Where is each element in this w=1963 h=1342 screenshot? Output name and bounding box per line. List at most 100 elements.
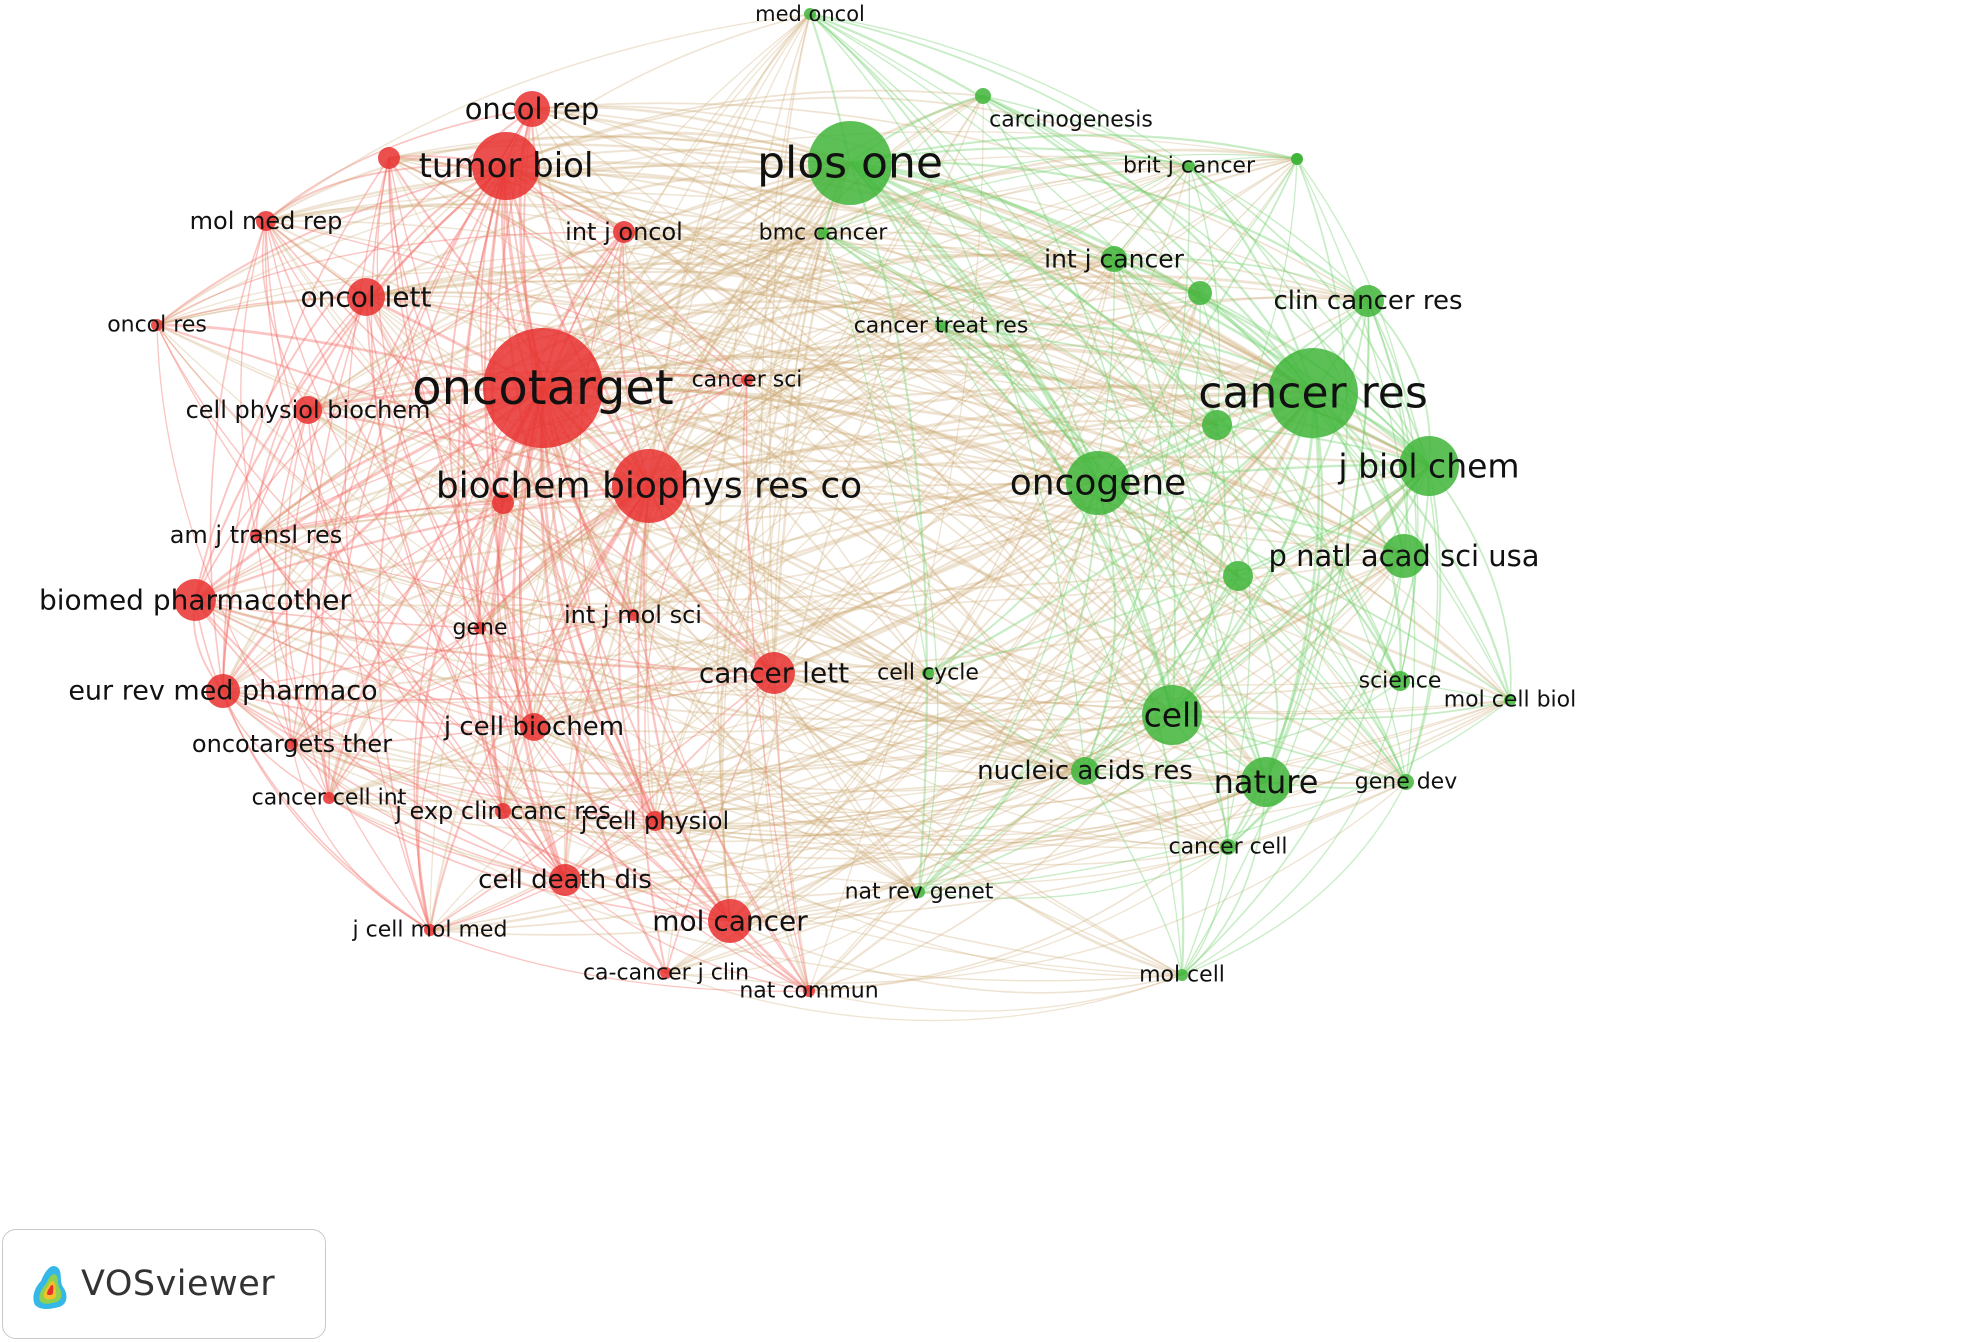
edge-amjtransl-clincancer xyxy=(255,282,1369,536)
edge-gene-natcommun xyxy=(479,627,810,992)
node-jbiolchem[interactable] xyxy=(1399,436,1459,496)
node-cancerres[interactable] xyxy=(1268,348,1358,438)
node-redsmall[interactable] xyxy=(492,492,514,514)
edge-biochem-tumorbiol xyxy=(504,165,651,487)
node-plosone[interactable] xyxy=(808,121,892,205)
node-g3[interactable] xyxy=(1188,281,1212,305)
node-gene[interactable] xyxy=(474,622,486,634)
label-molcellbiol: mol cell biol xyxy=(1444,688,1577,713)
node-molcell[interactable] xyxy=(1176,969,1188,981)
edge-biochem-medoncol xyxy=(647,13,811,487)
edge-nonamed-nature xyxy=(388,157,1267,783)
node-g2[interactable] xyxy=(1223,561,1253,591)
node-amjtransl[interactable] xyxy=(250,529,262,541)
edge-jcb-redsmall xyxy=(496,502,535,728)
node-britj[interactable] xyxy=(1183,160,1195,172)
node-nature[interactable] xyxy=(1241,757,1291,807)
node-nonamed[interactable] xyxy=(378,147,400,169)
edge-oncollett-clincancer xyxy=(365,231,1369,302)
edge-gene-oncolres xyxy=(156,324,481,629)
edge-cancersci-g2 xyxy=(746,379,1239,577)
node-oncolres[interactable] xyxy=(151,319,163,331)
edge-intjmolsci-cancercell xyxy=(632,614,1229,848)
label-molmedrep: mol med rep xyxy=(190,207,343,235)
edge-redsmall-oncogene xyxy=(502,460,1099,504)
edge-cancercellint-oncolres xyxy=(156,324,330,799)
edge-cancerres-medoncol xyxy=(809,12,1314,394)
node-pnas[interactable] xyxy=(1382,534,1426,578)
node-jcb[interactable] xyxy=(520,713,548,741)
edge-canclett-oncogene xyxy=(773,482,1099,675)
edge-bmc-natrevgenet xyxy=(822,232,939,893)
node-cellcycle[interactable] xyxy=(922,667,934,679)
node-genedev[interactable] xyxy=(1398,774,1414,790)
edge-molmedrep-intjcancer xyxy=(265,191,1115,260)
edge-oncollett-plosone xyxy=(365,161,851,299)
node-cancercell[interactable] xyxy=(1220,839,1236,855)
node-bmc[interactable] xyxy=(817,227,829,239)
node-oncotargets[interactable] xyxy=(286,738,298,750)
node-biochem[interactable] xyxy=(612,449,686,523)
node-oncogene[interactable] xyxy=(1066,451,1130,515)
node-molmedrep[interactable] xyxy=(256,211,276,231)
edge-canclett-cancerres xyxy=(773,392,1314,675)
node-cell[interactable] xyxy=(1142,685,1202,745)
edge-cellphys-g1 xyxy=(307,354,1218,426)
node-cancertreat[interactable] xyxy=(935,320,947,332)
node-tumorbiol[interactable] xyxy=(472,132,540,200)
node-intjoncol[interactable] xyxy=(613,221,635,243)
node-jcp[interactable] xyxy=(645,811,665,831)
edge-cellphys-cellcycle xyxy=(307,409,929,674)
edge-molcancer-molmedrep xyxy=(265,220,731,922)
edge-oncogene-natrevgenet xyxy=(918,482,1099,893)
edge-gene-oncotargets xyxy=(291,627,481,745)
edge-jcb-nonamed xyxy=(388,157,535,728)
node-g1[interactable] xyxy=(1202,410,1232,440)
node-eurrev[interactable] xyxy=(206,674,240,708)
edge-jcb-pnas xyxy=(533,555,1405,733)
edge-nucleic-g2 xyxy=(1084,575,1239,772)
node-nucleic[interactable] xyxy=(1071,757,1099,785)
node-biomed[interactable] xyxy=(174,579,216,621)
edge-amjtransl-cancercell xyxy=(255,534,1229,849)
edge-oncolrep-biomed xyxy=(194,108,533,601)
node-molcellbiol[interactable] xyxy=(1504,694,1516,706)
edge-gene-cancerres xyxy=(479,391,1314,630)
edge-jcp-molcell xyxy=(654,820,1183,977)
label-natrevgenet: nat rev genet xyxy=(845,880,994,905)
label-cancertreat: cancer treat res xyxy=(854,314,1029,339)
edge-eurrev-plosone xyxy=(221,161,851,692)
node-intjcancer[interactable] xyxy=(1101,246,1127,272)
node-carcino[interactable] xyxy=(975,88,991,104)
node-oncollett[interactable] xyxy=(347,278,385,316)
node-jcmm[interactable] xyxy=(424,924,436,936)
node-intjmolsci[interactable] xyxy=(627,609,639,621)
node-molcancer[interactable] xyxy=(708,899,752,943)
edge-jcp-jcmm xyxy=(429,820,656,931)
node-natrevgenet[interactable] xyxy=(913,886,925,898)
edge-intjmolsci-oncogene xyxy=(632,480,1099,616)
edge-molcancer-nucleic xyxy=(729,770,1086,922)
edge-tumorbiol-oncolres xyxy=(156,165,507,326)
node-cdd[interactable] xyxy=(549,864,581,896)
node-oncotarget[interactable] xyxy=(483,328,603,448)
node-oncolrep[interactable] xyxy=(514,91,550,127)
node-medoncol[interactable] xyxy=(804,8,816,20)
node-science[interactable] xyxy=(1390,671,1410,691)
node-natcommun[interactable] xyxy=(803,985,815,997)
node-unlabeled-0[interactable] xyxy=(1291,153,1303,165)
node-clincancer[interactable] xyxy=(1352,285,1384,317)
edge-cdd-cancerres xyxy=(564,392,1314,882)
edge-cellphys-genedev xyxy=(307,409,1407,783)
edge-eurrev-jcp xyxy=(222,690,656,822)
node-jexp[interactable] xyxy=(495,803,511,819)
node-cancercellint[interactable] xyxy=(323,792,335,804)
edge-oncollett-natrevgenet xyxy=(365,296,920,893)
vosviewer-logo: VOSviewer xyxy=(2,1229,326,1339)
node-canclett[interactable] xyxy=(753,652,795,694)
edge-amjtransl-cellcycle xyxy=(255,534,929,674)
node-cancersci[interactable] xyxy=(741,374,753,386)
node-cellphys[interactable] xyxy=(294,396,322,424)
node-cacj[interactable] xyxy=(660,967,672,979)
